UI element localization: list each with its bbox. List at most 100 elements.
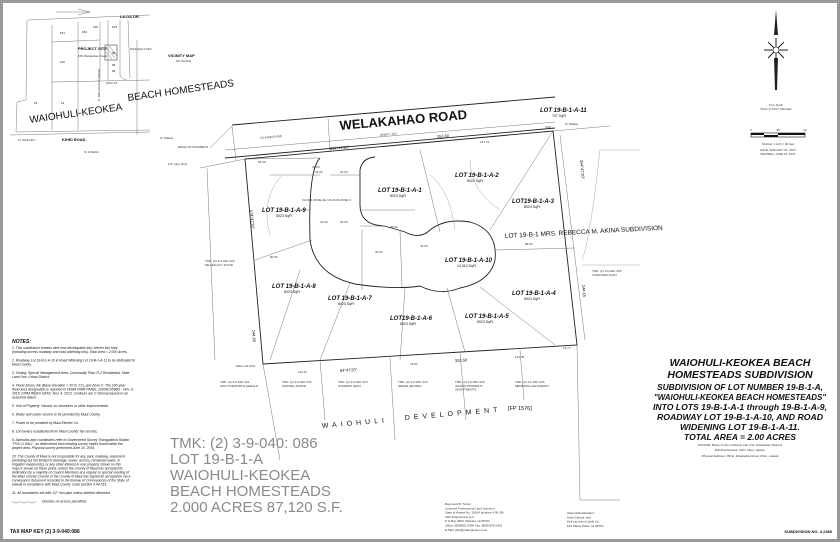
lot-area: 8023 SqFt bbox=[477, 320, 493, 324]
tmk-overlay: TMK: (2) 3-9-040: 086 LOT 19-B-1-A WAIOH… bbox=[170, 435, 343, 516]
adjacent-subdivision-label: LOT 19-B-1 MRS. REBECCA M. AKINA SUBDIVI… bbox=[505, 225, 664, 240]
note-item: 8. Lot owners established from Maui Coun… bbox=[12, 430, 98, 434]
pipe-label: 1/2" pipe (fnd) bbox=[168, 162, 187, 166]
road-label: AKAI ST. bbox=[106, 81, 118, 85]
file-plan-label: [FP 1576] bbox=[508, 406, 532, 412]
direction-label: To Wailea bbox=[565, 122, 578, 126]
roadway-lot bbox=[244, 130, 576, 361]
subdivision-number: SUBDIVISION NO. 3.2389 bbox=[784, 529, 832, 534]
parcel-number: 125 bbox=[93, 25, 98, 29]
direction-label: To WAILUKU bbox=[18, 138, 36, 142]
lot-area: 8023 SqFt bbox=[524, 205, 540, 209]
dimension: 80.53 bbox=[270, 255, 278, 259]
bearing-label: 264°47'20" bbox=[330, 144, 350, 151]
dimensions: 264°47'20" 353.50 353.50 84°47'20" 244.6… bbox=[236, 125, 587, 374]
tmk-text: LOT 19-B-1-A bbox=[170, 451, 263, 468]
road-label: LILOA DR. bbox=[120, 14, 140, 19]
lot-area: 8023 SqFt bbox=[524, 297, 540, 301]
description-line: INTO LOTS 19-B-1-A-1 through 19-B-1-A-9, bbox=[653, 403, 827, 412]
tmk-text: TMK: (2) 3-9-040: 086 bbox=[170, 435, 318, 452]
project-site-marker bbox=[104, 44, 118, 61]
lot-area: 8023 SqFt bbox=[390, 194, 406, 198]
description-line: ROADWAY LOT 19-B-1-A-10, AND ROAD bbox=[657, 413, 823, 422]
north-arrow-icon bbox=[56, 8, 91, 16]
dimension: 3.00 bbox=[545, 125, 551, 129]
lot-label: LOT 19-B-1-A-2 bbox=[455, 173, 499, 179]
lot-area: 707 SqFt bbox=[552, 114, 566, 118]
lot-area: 8023 SqFt bbox=[338, 302, 354, 306]
scale-tick: 30 bbox=[776, 128, 780, 132]
vicinity-map-scale: NO SCALE bbox=[176, 59, 191, 63]
lot-label: LOT 19-B-1-A-11 bbox=[540, 108, 587, 114]
distance-label: 244.65 bbox=[251, 330, 257, 343]
parcel-number: 95 bbox=[112, 63, 116, 67]
bearing-label: 174°47'20" bbox=[249, 210, 256, 230]
direction-label: To OCEAN bbox=[84, 150, 99, 154]
welakahao-road: WELAKAHAO ROAD (Width = 40') TO KIHEI RO… bbox=[168, 96, 578, 166]
development-label: DEVELOPMENT bbox=[405, 407, 502, 422]
lot-label: LOT 19-B-1-A-7 bbox=[328, 296, 372, 302]
lot-label: LOT 19-B-1-A-9 bbox=[262, 208, 306, 214]
dimension: 22.00 bbox=[320, 220, 328, 224]
distance-label: 353.50 bbox=[437, 133, 450, 139]
scale-tick: 0 bbox=[750, 128, 752, 132]
vicinity-map-title: VICINITY MAP bbox=[168, 53, 195, 58]
parcel-number: 96 bbox=[112, 51, 116, 55]
lot-area: 8023 SqFt bbox=[284, 290, 300, 294]
no-access-legend: Denotes no access permitted. bbox=[42, 500, 87, 504]
note-item: 7. Power to be provided by Maui Electric… bbox=[12, 421, 79, 425]
lot-label: LOT19-B-1-A-3 bbox=[512, 199, 555, 205]
parcel-number: 150 bbox=[82, 30, 87, 34]
survey-plat-sheet: PROJECT SITE 150 Welakahao Road VICINITY… bbox=[3, 3, 837, 539]
bearing-label: 84°47'20" bbox=[340, 367, 358, 373]
parcel-number: 14 bbox=[61, 101, 65, 105]
north-arrow-icon bbox=[774, 10, 778, 90]
tmk-text: 2.000 ACRES 87,120 S.F. bbox=[170, 499, 343, 516]
dimension: 144.45 bbox=[515, 355, 525, 359]
dimension: 89.02 bbox=[525, 242, 533, 246]
lot-label: LOT 19-B-1-A-5 bbox=[465, 314, 509, 320]
dimension: 110.41 bbox=[298, 370, 307, 374]
note-item: 10. The County of Maui is not responsibl… bbox=[12, 455, 130, 487]
north-label: True North bbox=[769, 103, 784, 107]
region-label-left: WAIOHULI-KEOKEA bbox=[29, 102, 123, 126]
note-item: 2. Roadway Lot 19-B-1-A-10 & Road Wideni… bbox=[11, 359, 135, 367]
dimension: 20.00 bbox=[340, 220, 348, 224]
surveyor-line: Office: (808)891-2400 Fax: (808) 879-240… bbox=[445, 524, 502, 528]
revised-date-text: REVISED: JUNE 15, 2017 bbox=[760, 152, 796, 156]
owner-line: Dell Land and Cattle Co. bbox=[567, 520, 600, 524]
project-site-label: PROJECT SITE bbox=[78, 46, 107, 51]
dimension: 147.31 bbox=[480, 140, 490, 144]
physical-address: Physical Address: 150 E. Welakahao Road,… bbox=[702, 454, 779, 458]
development-label: WAIOHULI bbox=[322, 417, 389, 430]
scale-text: SCALE: 1 inch = 30 feet bbox=[762, 142, 794, 146]
dimension: 43.00 bbox=[420, 244, 428, 248]
date-text: DATE: JANUARY 21, 2017 bbox=[760, 148, 796, 152]
note-item: 5. Use of Property: Vacant, no structure… bbox=[12, 404, 109, 408]
description-line: WIDENING LOT 19-B-1-A-11. bbox=[680, 423, 800, 432]
lot-area: 8023 SqFt bbox=[276, 214, 292, 218]
note-item: 3. Zoning: Special Management Area; Comm… bbox=[12, 371, 130, 379]
parcel-number: 103 bbox=[112, 25, 117, 29]
title: HOMESTEADS SUBDIVISION bbox=[667, 369, 813, 381]
total-area: TOTAL AREA = 2.00 ACRES bbox=[684, 433, 797, 442]
owner-line: Keith Dellrod, and bbox=[567, 515, 591, 519]
dimension: 35.54 bbox=[375, 250, 383, 254]
dimension: 22.00 bbox=[340, 170, 348, 174]
surveyor-line: E-Mail: jsbs@cdfengineers.com bbox=[445, 528, 488, 532]
description-line: "WAIOHULI-KEOKEA BEACH HOMESTEADS" bbox=[654, 393, 826, 402]
surveyor-line: P O Box 2683, Wailuku, HI 96793 bbox=[445, 519, 490, 523]
lot-labels: LOT 19-B-1-A-1 8023 SqFt LOT 19-B-1-A-2 … bbox=[262, 108, 663, 326]
road-label: WAIOHULI DEV bbox=[130, 47, 152, 51]
surveyor-line: CDF Engineering LLC bbox=[445, 515, 475, 519]
dimension: 12.74 bbox=[563, 346, 571, 350]
surveyor-line: State of Hawaii No. 10614 (expires 4-30-… bbox=[445, 511, 504, 515]
dimension: 55.00 bbox=[258, 160, 266, 164]
tax-map-key: TAX MAP KEY (2) 3-9-040:086 bbox=[10, 529, 80, 535]
lot-label: LOT 19-B-1-A-4 bbox=[512, 291, 556, 297]
edge-of-pavement-label: EDGE OF PAVEMENT bbox=[178, 145, 209, 149]
